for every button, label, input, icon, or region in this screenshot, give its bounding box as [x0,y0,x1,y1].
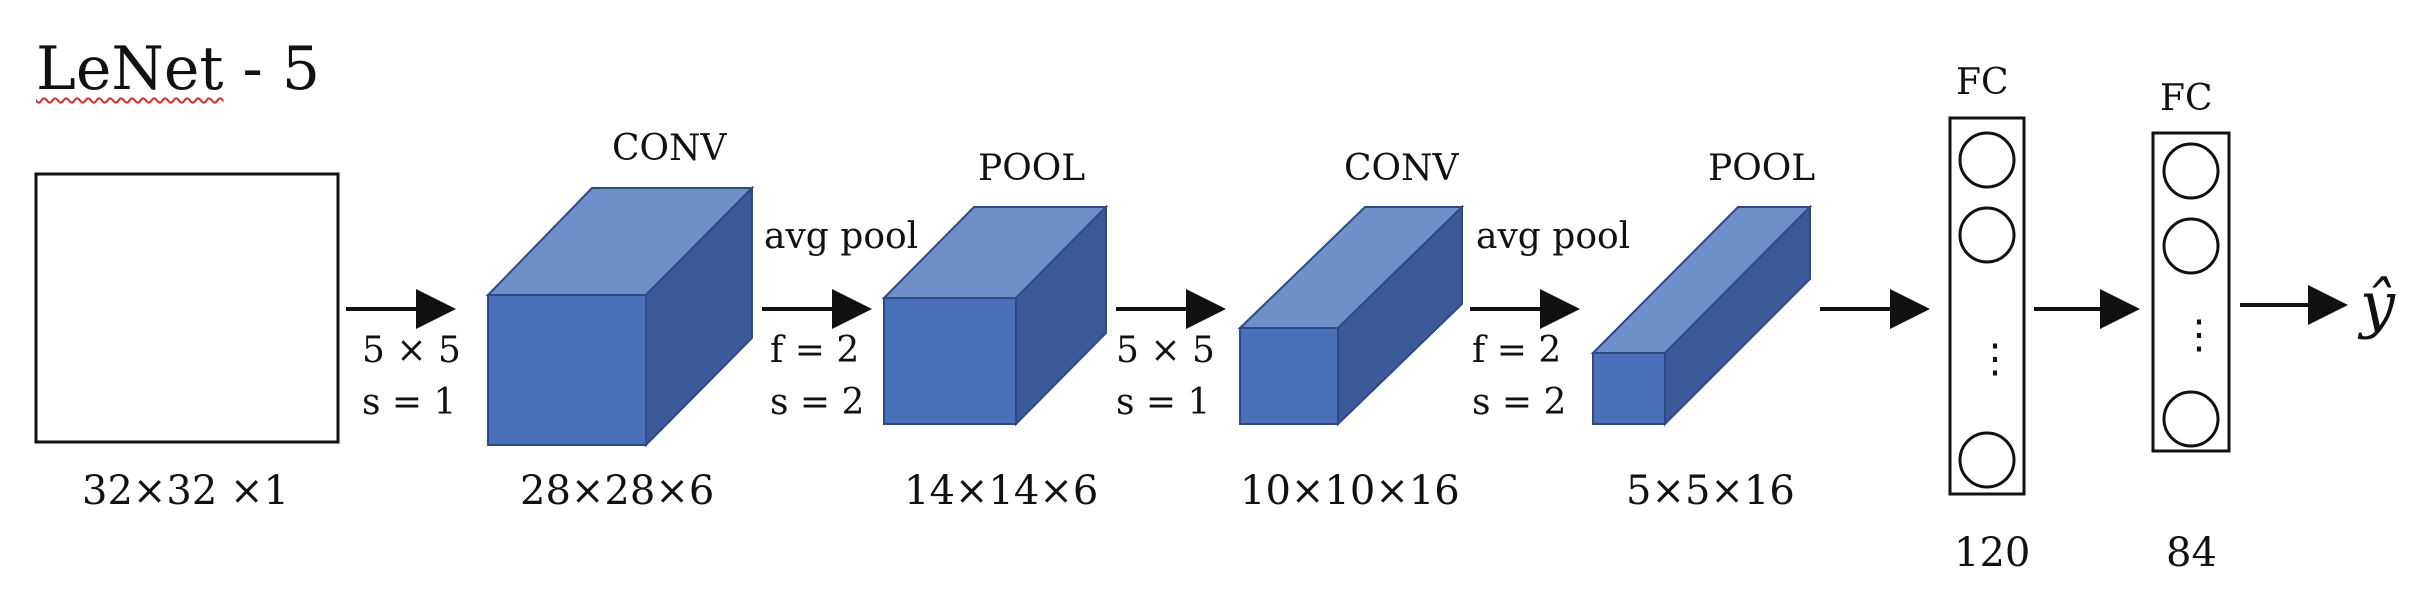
fc1-layer [1948,116,2026,496]
fc2-units: 84 [2166,530,2217,576]
pool2-stride: s = 2 [1472,382,1567,423]
fc1-box [1948,116,2026,496]
conv2-front-face [1239,327,1339,425]
conv1-kernel: 5 × 5 [362,330,461,371]
pool1-dims: 14×14×6 [904,468,1099,514]
pool1-stride: s = 2 [770,382,865,423]
pool1-front-face [883,297,1017,425]
fc1-neuron [1958,206,2016,264]
fc2-neuron [2162,217,2220,275]
input-image [34,172,340,444]
fc1-neuron [1958,131,2016,189]
conv1-front-face [487,294,647,446]
pool1-op-type: avg pool [764,216,919,257]
fc2-neuron [2162,390,2220,448]
page-title: LeNet - 5 [36,34,320,104]
conv1-label: CONV [612,128,727,169]
pool1-filter: f = 2 [770,330,860,371]
pool2-label: POOL [1708,148,1816,189]
pool1-volume [881,204,1109,427]
conv2-kernel: 5 × 5 [1116,330,1215,371]
pool2-front-face [1592,352,1666,425]
input-dims: 32×32 ×1 [82,468,289,514]
fc2-neuron [2162,142,2220,200]
conv2-stride: s = 1 [1116,382,1211,423]
pool2-op-type: avg pool [1476,216,1631,257]
fc2-label: FC [2160,78,2213,119]
conv1-volume [485,185,755,448]
conv2-label: CONV [1344,148,1459,189]
fc1-ellipsis: ⋮ [1975,336,2015,382]
title-suffix: - 5 [223,34,321,104]
fc2-ellipsis: ⋮ [2179,312,2219,358]
fc1-units: 120 [1954,530,2031,576]
fc1-neuron [1958,431,2016,489]
conv2-volume [1237,204,1465,427]
fc1-label: FC [1956,62,2009,103]
pool1-label: POOL [978,148,1086,189]
title-word: LeNet [36,34,224,104]
pool2-filter: f = 2 [1472,330,1562,371]
pool2-dims: 5×5×16 [1626,468,1795,514]
conv1-dims: 28×28×6 [520,468,715,514]
pool2-volume [1590,204,1813,427]
output-yhat: ŷ [2360,268,2396,341]
fc2-layer [2151,131,2231,453]
conv1-stride: s = 1 [362,382,457,423]
conv2-dims: 10×10×16 [1240,468,1460,514]
